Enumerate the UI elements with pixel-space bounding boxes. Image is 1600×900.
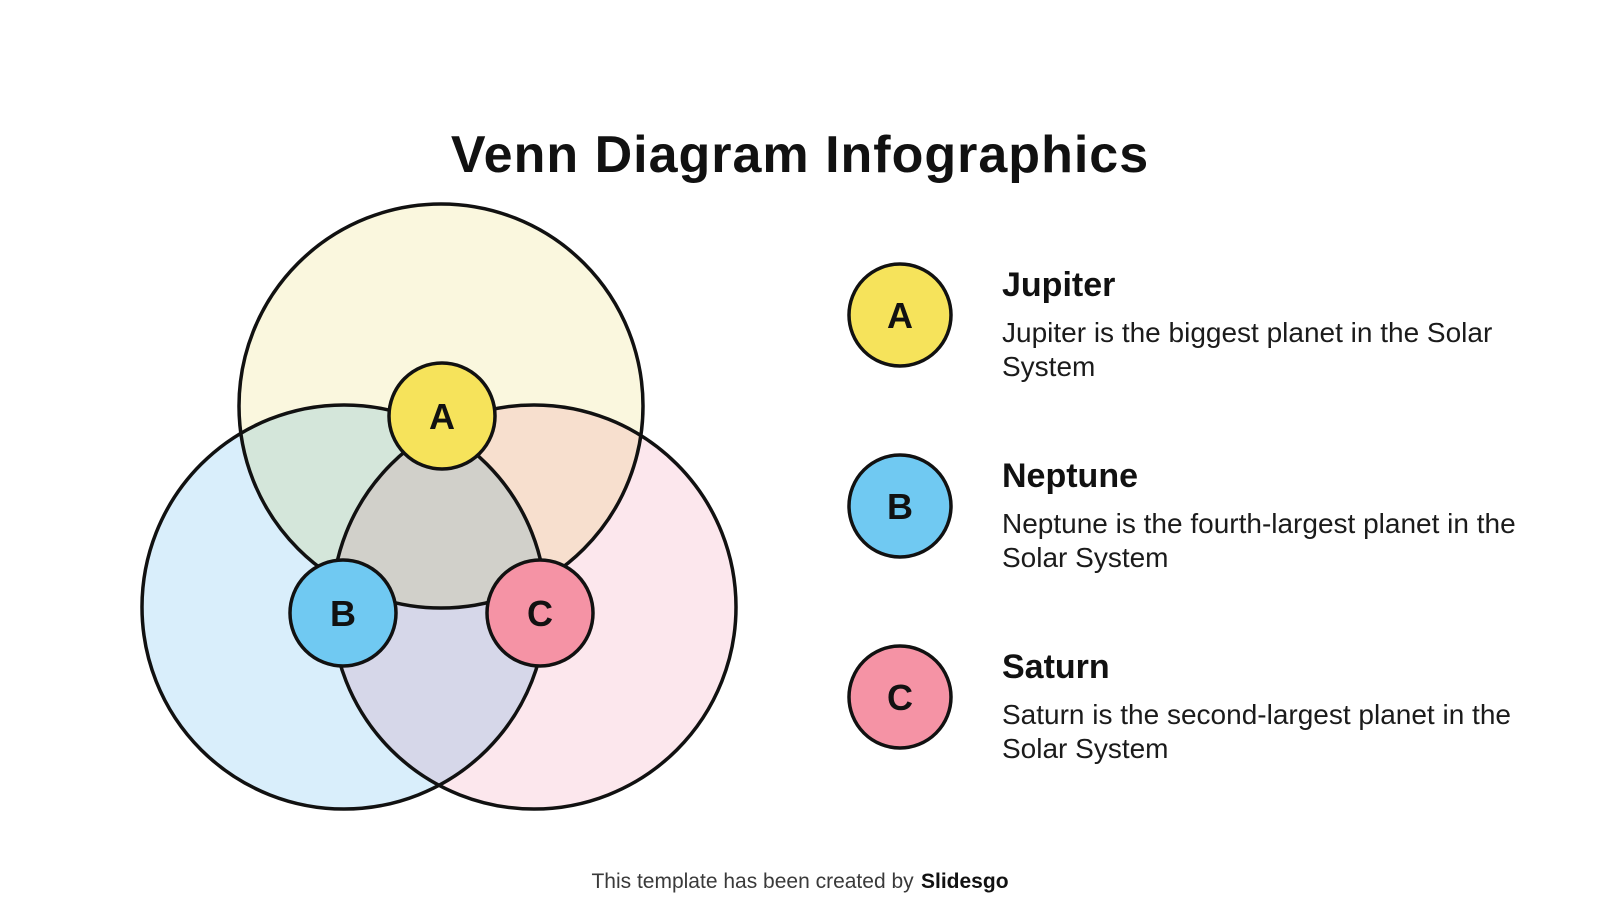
footer: This template has been created by Slidesg… — [0, 870, 1600, 894]
venn-fill-group — [142, 204, 736, 809]
legend-item-description: Saturn is the second-largest planet in t… — [1002, 699, 1511, 764]
legend-badge-b: B — [847, 453, 953, 559]
legend-item-description: Neptune is the fourth-largest planet in … — [1002, 508, 1516, 573]
legend-text-jupiter: Jupiter Jupiter is the biggest planet in… — [1002, 261, 1547, 384]
venn-diagram: A B C — [110, 190, 770, 840]
legend-item-description: Jupiter is the biggest planet in the Sol… — [1002, 317, 1493, 382]
legend-badge-b-circle — [847, 453, 953, 559]
venn-set-a-outline — [237, 202, 645, 610]
venn-svg: A B C — [140, 202, 738, 811]
legend-badge-c-label: C — [887, 677, 913, 718]
legend-item-title: Neptune — [1002, 457, 1138, 495]
legend-badge-a-circle — [847, 262, 953, 368]
legend-item-neptune: B Neptune Neptune is the fourth-largest … — [846, 452, 1547, 575]
venn-badge-a — [387, 361, 497, 471]
legend-badge-a: A — [847, 262, 953, 368]
footer-brand: Slidesgo — [921, 870, 1009, 893]
venn-badge-a-label: A — [429, 396, 455, 437]
venn-badge-b — [288, 558, 398, 668]
legend-badge-c-circle — [847, 644, 953, 750]
legend-item-saturn: C Saturn Saturn is the second-largest pl… — [846, 643, 1547, 766]
venn-badge-c — [485, 558, 595, 668]
venn-badge-c-label: C — [527, 593, 553, 634]
page-title: Venn Diagram Infographics — [450, 125, 1150, 184]
legend-text-neptune: Neptune Neptune is the fourth-largest pl… — [1002, 452, 1547, 575]
legend-item-title: Jupiter — [1002, 266, 1116, 304]
footer-text: This template has been created by — [591, 870, 914, 893]
legend-item-title: Saturn — [1002, 648, 1110, 686]
legend-badge-a-label: A — [887, 295, 913, 336]
venn-badge-group: A B C — [288, 361, 595, 668]
legend-text-saturn: Saturn Saturn is the second-largest plan… — [1002, 643, 1547, 766]
legend-badge-b-label: B — [887, 486, 913, 527]
legend-item-jupiter: A Jupiter Jupiter is the biggest planet … — [846, 261, 1547, 384]
venn-badge-b-label: B — [330, 593, 356, 634]
legend-badge-c: C — [847, 644, 953, 750]
